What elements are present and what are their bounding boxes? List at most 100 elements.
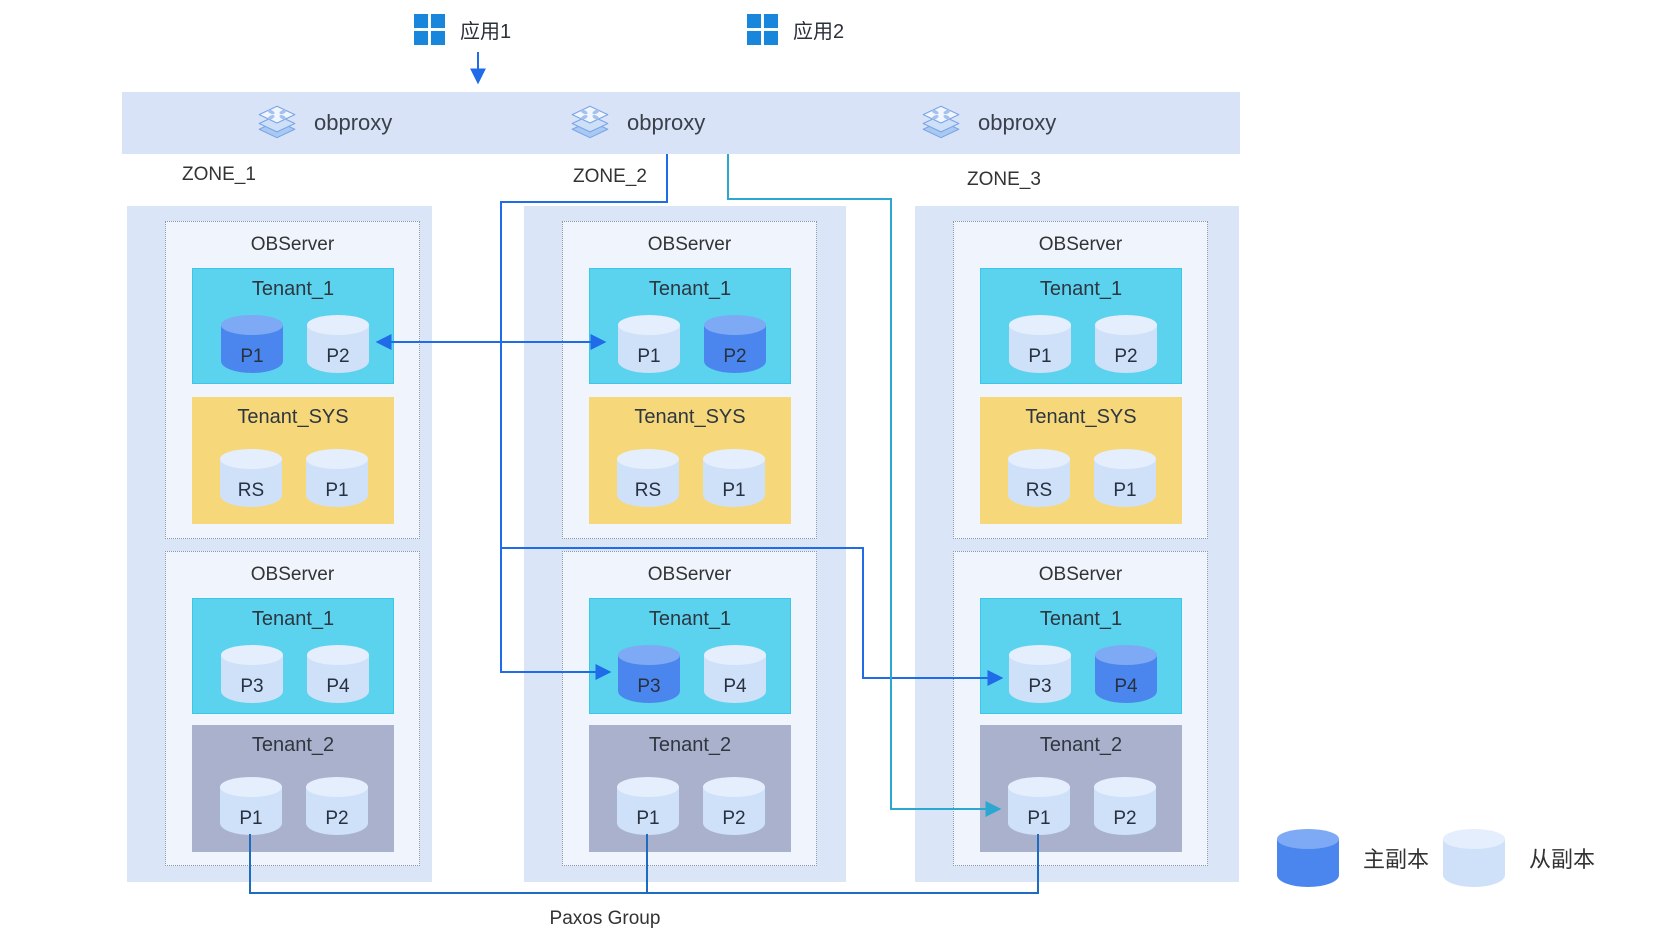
partition-label: P1	[636, 808, 660, 829]
partition-label: P2	[325, 808, 349, 829]
legend-follower: 从副本	[1443, 829, 1595, 887]
partition-label: P3	[637, 676, 661, 697]
legend-leader-label: 主副本	[1363, 847, 1430, 872]
partition-cylinder: P1	[1009, 315, 1071, 373]
obproxy-icon	[922, 105, 960, 139]
zone-3-box: OBServer Tenant_1 P1 P2 Tenant_SYS RS P1…	[915, 206, 1239, 882]
partition-label: P1	[1113, 480, 1137, 501]
zone-1-box: OBServer Tenant_1 P1 P2 Tenant_SYS RS P1…	[127, 206, 432, 882]
partition-label: RS	[1025, 480, 1053, 501]
paxos-group-label: Paxos Group	[549, 908, 661, 929]
partition-label: P1	[1027, 808, 1051, 829]
partition-cylinder: RS	[617, 449, 679, 507]
partition-label: P4	[723, 676, 747, 697]
app-2: 应用2	[747, 13, 844, 45]
tenant-box: Tenant_1 P1 P2	[980, 268, 1182, 384]
partition-label: P1	[240, 346, 264, 367]
tenant-title: Tenant_2	[648, 734, 732, 756]
app-grid-icon	[747, 13, 778, 45]
zone3-obserser-1: OBServer Tenant_1 P1 P2 Tenant_SYS RS P1	[953, 221, 1208, 539]
partition-cylinder: P1	[618, 315, 680, 373]
partition-label: RS	[634, 480, 662, 501]
tenant-title: Tenant_1	[251, 278, 335, 300]
partition-label: P2	[1113, 808, 1137, 829]
partition-label: P3	[1028, 676, 1052, 697]
obproxy-label: obproxy	[627, 110, 706, 135]
tenant-box: Tenant_2 P1 P2	[980, 725, 1182, 852]
tenant-title: Tenant_1	[648, 278, 732, 300]
partition-cylinder: P1	[1008, 777, 1070, 835]
partition-cylinder: P3	[221, 645, 283, 703]
partition-cylinder: P2	[703, 777, 765, 835]
zone1-obserser-1: OBServer Tenant_1 P1 P2 Tenant_SYS RS P1	[165, 221, 420, 539]
partition-cylinder: P2	[307, 315, 369, 373]
obproxy-label: obproxy	[978, 110, 1057, 135]
partition-label: P3	[240, 676, 264, 697]
partition-label: P2	[722, 808, 746, 829]
tenant-box: Tenant_SYS RS P1	[192, 397, 394, 524]
partition-label: P1	[325, 480, 349, 501]
tenant-title: Tenant_SYS	[237, 406, 349, 428]
app-1-label: 应用1	[460, 20, 512, 43]
obproxy-icon	[571, 105, 609, 139]
tenant-title: Tenant_SYS	[634, 406, 746, 428]
partition-cylinder: P1	[703, 449, 765, 507]
partition-label: P1	[1028, 346, 1052, 367]
partition-cylinder: P1	[1094, 449, 1156, 507]
zone3-obserser-2: OBServer Tenant_1 P3 P4 Tenant_2 P1 P2	[953, 551, 1208, 866]
tenant-box: Tenant_2 P1 P2	[192, 725, 394, 852]
tenant-box: Tenant_1 P1 P2	[192, 268, 394, 384]
partition-label: P1	[722, 480, 746, 501]
zone1-obserser-2: OBServer Tenant_1 P3 P4 Tenant_2 P1 P2	[165, 551, 420, 866]
partition-cylinder: P2	[306, 777, 368, 835]
leader-cylinder-icon	[1277, 829, 1339, 887]
tenant-box: Tenant_1 P3 P4	[980, 598, 1182, 714]
tenant-title: Tenant_2	[251, 734, 335, 756]
obproxy-node-3: obproxy	[919, 92, 1056, 154]
partition-label: RS	[237, 480, 265, 501]
partition-cylinder: P2	[1094, 777, 1156, 835]
partition-cylinder: P1	[220, 777, 282, 835]
partition-label: P1	[239, 808, 263, 829]
partition-cylinder: P4	[307, 645, 369, 703]
partition-cylinder: P2	[704, 315, 766, 373]
obserser-title: OBServer	[250, 564, 335, 585]
zone-2-label: ZONE_2	[573, 166, 647, 187]
zone2-obserser-2: OBServer Tenant_1 P3 P4 Tenant_2 P1 P2	[562, 551, 817, 866]
tenant-box: Tenant_1 P3 P4	[589, 598, 791, 714]
obserser-title: OBServer	[250, 234, 335, 255]
partition-label: P2	[723, 346, 747, 367]
obproxy-bar: obproxy obproxy	[122, 92, 1240, 154]
partition-cylinder: P4	[704, 645, 766, 703]
tenant-title: Tenant_1	[1039, 608, 1123, 630]
tenant-title: Tenant_SYS	[1025, 406, 1137, 428]
partition-cylinder: P3	[1009, 645, 1071, 703]
tenant-box: Tenant_SYS RS P1	[589, 397, 791, 524]
partition-cylinder: RS	[220, 449, 282, 507]
tenant-title: Tenant_2	[1039, 734, 1123, 756]
partition-cylinder: P1	[306, 449, 368, 507]
partition-label: P2	[1114, 346, 1138, 367]
partition-cylinder: P1	[617, 777, 679, 835]
tenant-title: Tenant_1	[648, 608, 732, 630]
partition-label: P2	[326, 346, 350, 367]
partition-cylinder: P1	[221, 315, 283, 373]
legend-leader: 主副本	[1277, 829, 1429, 887]
obproxy-node-2: obproxy	[568, 92, 705, 154]
app-2-label: 应用2	[793, 20, 845, 43]
tenant-title: Tenant_1	[1039, 278, 1123, 300]
zone-3-label: ZONE_3	[967, 169, 1041, 190]
tenant-box: Tenant_1 P1 P2	[589, 268, 791, 384]
obproxy-icon	[258, 105, 296, 139]
zone-1-label: ZONE_1	[182, 164, 256, 185]
zone-2-box: OBServer Tenant_1 P1 P2 Tenant_SYS RS P1…	[524, 206, 846, 882]
partition-label: P1	[637, 346, 661, 367]
obserser-title: OBServer	[1038, 564, 1123, 585]
app-grid-icon	[414, 13, 445, 45]
legend-follower-label: 从副本	[1529, 847, 1596, 872]
zone2-obserser-1: OBServer Tenant_1 P1 P2 Tenant_SYS RS P1	[562, 221, 817, 539]
obserser-title: OBServer	[647, 234, 732, 255]
partition-cylinder: P4	[1095, 645, 1157, 703]
partition-cylinder: P3	[618, 645, 680, 703]
